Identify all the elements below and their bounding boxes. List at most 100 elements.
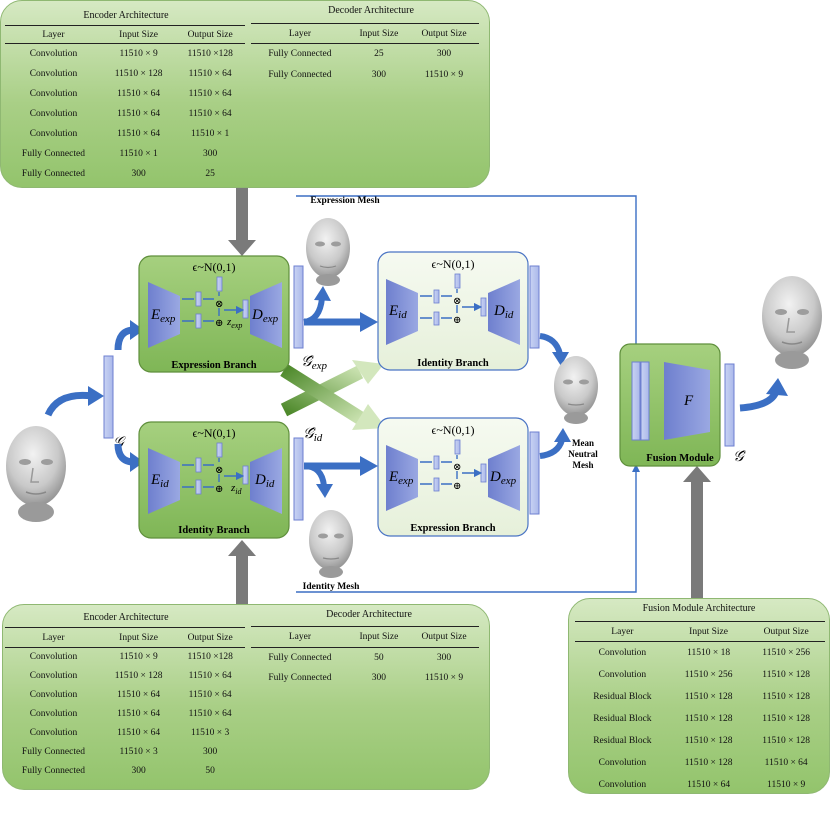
bottom-encoder-table: Layer Input Size Output Size Convolution… [5, 627, 245, 781]
top-decoder-title: Decoder Architecture [328, 5, 414, 16]
cell: Convolution [598, 757, 647, 768]
cell: 300 [371, 70, 387, 80]
identity-branch-2-box: ϵ~N(0,1) Eid Did ⊗ ⊕ Identity Branch [377, 251, 529, 371]
otimes-2: ⊗ [215, 465, 223, 476]
cell: 11510 × 128 [684, 757, 733, 768]
cell: 11510 ×128 [187, 652, 233, 663]
d-exp-label-2: Dexp [489, 469, 517, 487]
cell: 11510 × 64 [117, 709, 161, 719]
cell: Residual Block [593, 691, 652, 702]
cell: 11510 × 64 [188, 68, 232, 79]
z-id-label: zid [230, 482, 243, 496]
bottom-decoder-title: Decoder Architecture [326, 609, 412, 620]
cell: 25 [205, 168, 215, 179]
bottom-encoder-title: Encoder Architecture [83, 612, 169, 623]
gray-arrow-top [228, 188, 256, 256]
cell: 11510 × 1 [119, 148, 158, 159]
cell: 11510 × 256 [684, 669, 733, 680]
fusion-module-box: F Fusion Module [619, 343, 721, 467]
cell: 11510 × 256 [762, 647, 811, 658]
cell: Convolution [29, 690, 78, 700]
cell: 11510 × 64 [117, 128, 161, 139]
encoder-exp-shape [148, 282, 180, 348]
cell: 11510 ×128 [187, 48, 233, 59]
noise-label-1: ϵ~N(0,1) [192, 260, 235, 274]
cell: 11510 × 9 [424, 70, 464, 80]
cell: 11510 × 3 [119, 747, 158, 757]
fusion-network-shape [664, 362, 710, 440]
to-mean-mesh-arrow-top [539, 333, 563, 355]
oplus-2: ⊕ [215, 484, 223, 495]
g-id-label: 𝒢̂id [303, 426, 323, 444]
cell: Convolution [598, 647, 647, 658]
cell: Convolution [29, 671, 78, 681]
cell: Convolution [598, 669, 647, 680]
cell: 300 [436, 652, 452, 663]
output-vector [724, 363, 735, 447]
col-output-size: Output Size [747, 621, 825, 642]
output-g-label: 𝒢̂ [733, 449, 746, 465]
cell: Convolution [29, 709, 78, 719]
identity-branch-2-output [529, 265, 540, 349]
col-layer: Layer [5, 627, 102, 648]
cell: 300 [203, 747, 218, 757]
identity-branch-box: ϵ~N(0,1) Eid Did ⊗ ⊕ zid Identity Branch [138, 421, 290, 539]
cell: 300 [131, 168, 146, 179]
f-label: F [683, 393, 694, 409]
col-layer: Layer [575, 621, 670, 642]
cell: 50 [374, 652, 384, 663]
fusion-panel-title: Fusion Module Architecture [642, 603, 756, 614]
cell: 11510 × 1 [191, 128, 230, 139]
cell: 25 [374, 49, 384, 60]
cell: 11510 × 64 [188, 690, 232, 700]
cell: 11510 × 64 [764, 757, 808, 768]
identity-mesh-face [309, 510, 353, 578]
cell: Residual Block [593, 735, 652, 746]
cell: 300 [203, 148, 218, 159]
cell: 11510 × 18 [687, 647, 731, 658]
cell: 11510 × 64 [188, 671, 232, 681]
e-exp-label-2: Eexp [388, 469, 414, 487]
decoder-id-shape [250, 448, 282, 514]
cell: 11510 × 128 [762, 713, 811, 724]
gray-arrow-fusion [683, 466, 711, 600]
cell: Fully Connected [21, 766, 85, 776]
cell: 11510 × 128 [114, 68, 163, 79]
cross-arrows [280, 360, 386, 430]
otimes-3: ⊗ [453, 296, 461, 307]
input-arrow [44, 391, 93, 417]
cell: Fully Connected [21, 148, 85, 159]
col-layer: Layer [251, 626, 349, 648]
col-input-size: Input Size [348, 626, 409, 648]
cell: 11510 × 128 [684, 735, 733, 746]
identity-mesh-label: Identity Mesh [303, 582, 360, 592]
cell: Convolution [598, 779, 647, 790]
e-id-label: Eid [150, 472, 169, 490]
cell: 11510 × 128 [684, 691, 733, 702]
e-exp-label: Eexp [150, 307, 176, 325]
noise-label-2: ϵ~N(0,1) [192, 426, 235, 440]
input-vector [103, 355, 114, 439]
cell: Convolution [29, 728, 78, 738]
cell: Fully Connected [268, 70, 332, 80]
mean-label: Mean [572, 438, 594, 448]
oplus-4: ⊕ [453, 481, 461, 492]
mesh-loop-line [296, 195, 637, 593]
fusion-module-title: Fusion Module [646, 453, 714, 464]
top-encoder-title: Encoder Architecture [83, 10, 169, 21]
cell: 11510 × 64 [188, 88, 232, 99]
cell: 300 [131, 766, 146, 776]
cell: 11510 × 128 [762, 669, 811, 680]
top-architecture-panel: Encoder Architecture Layer Input Size Ou… [0, 0, 490, 188]
e-id-label-2: Eid [388, 303, 407, 321]
cell: 11510 × 128 [762, 691, 811, 702]
expression-branch-2-title: Expression Branch [410, 523, 495, 534]
cell: 11510 × 128 [684, 713, 733, 724]
identity-branch-title: Identity Branch [178, 525, 250, 536]
col-input-size: Input Size [101, 627, 176, 648]
cell: 300 [371, 672, 387, 683]
cell: Fully Connected [268, 49, 332, 60]
col-output-size: Output Size [409, 626, 479, 648]
d-id-label-2: Did [493, 303, 514, 321]
